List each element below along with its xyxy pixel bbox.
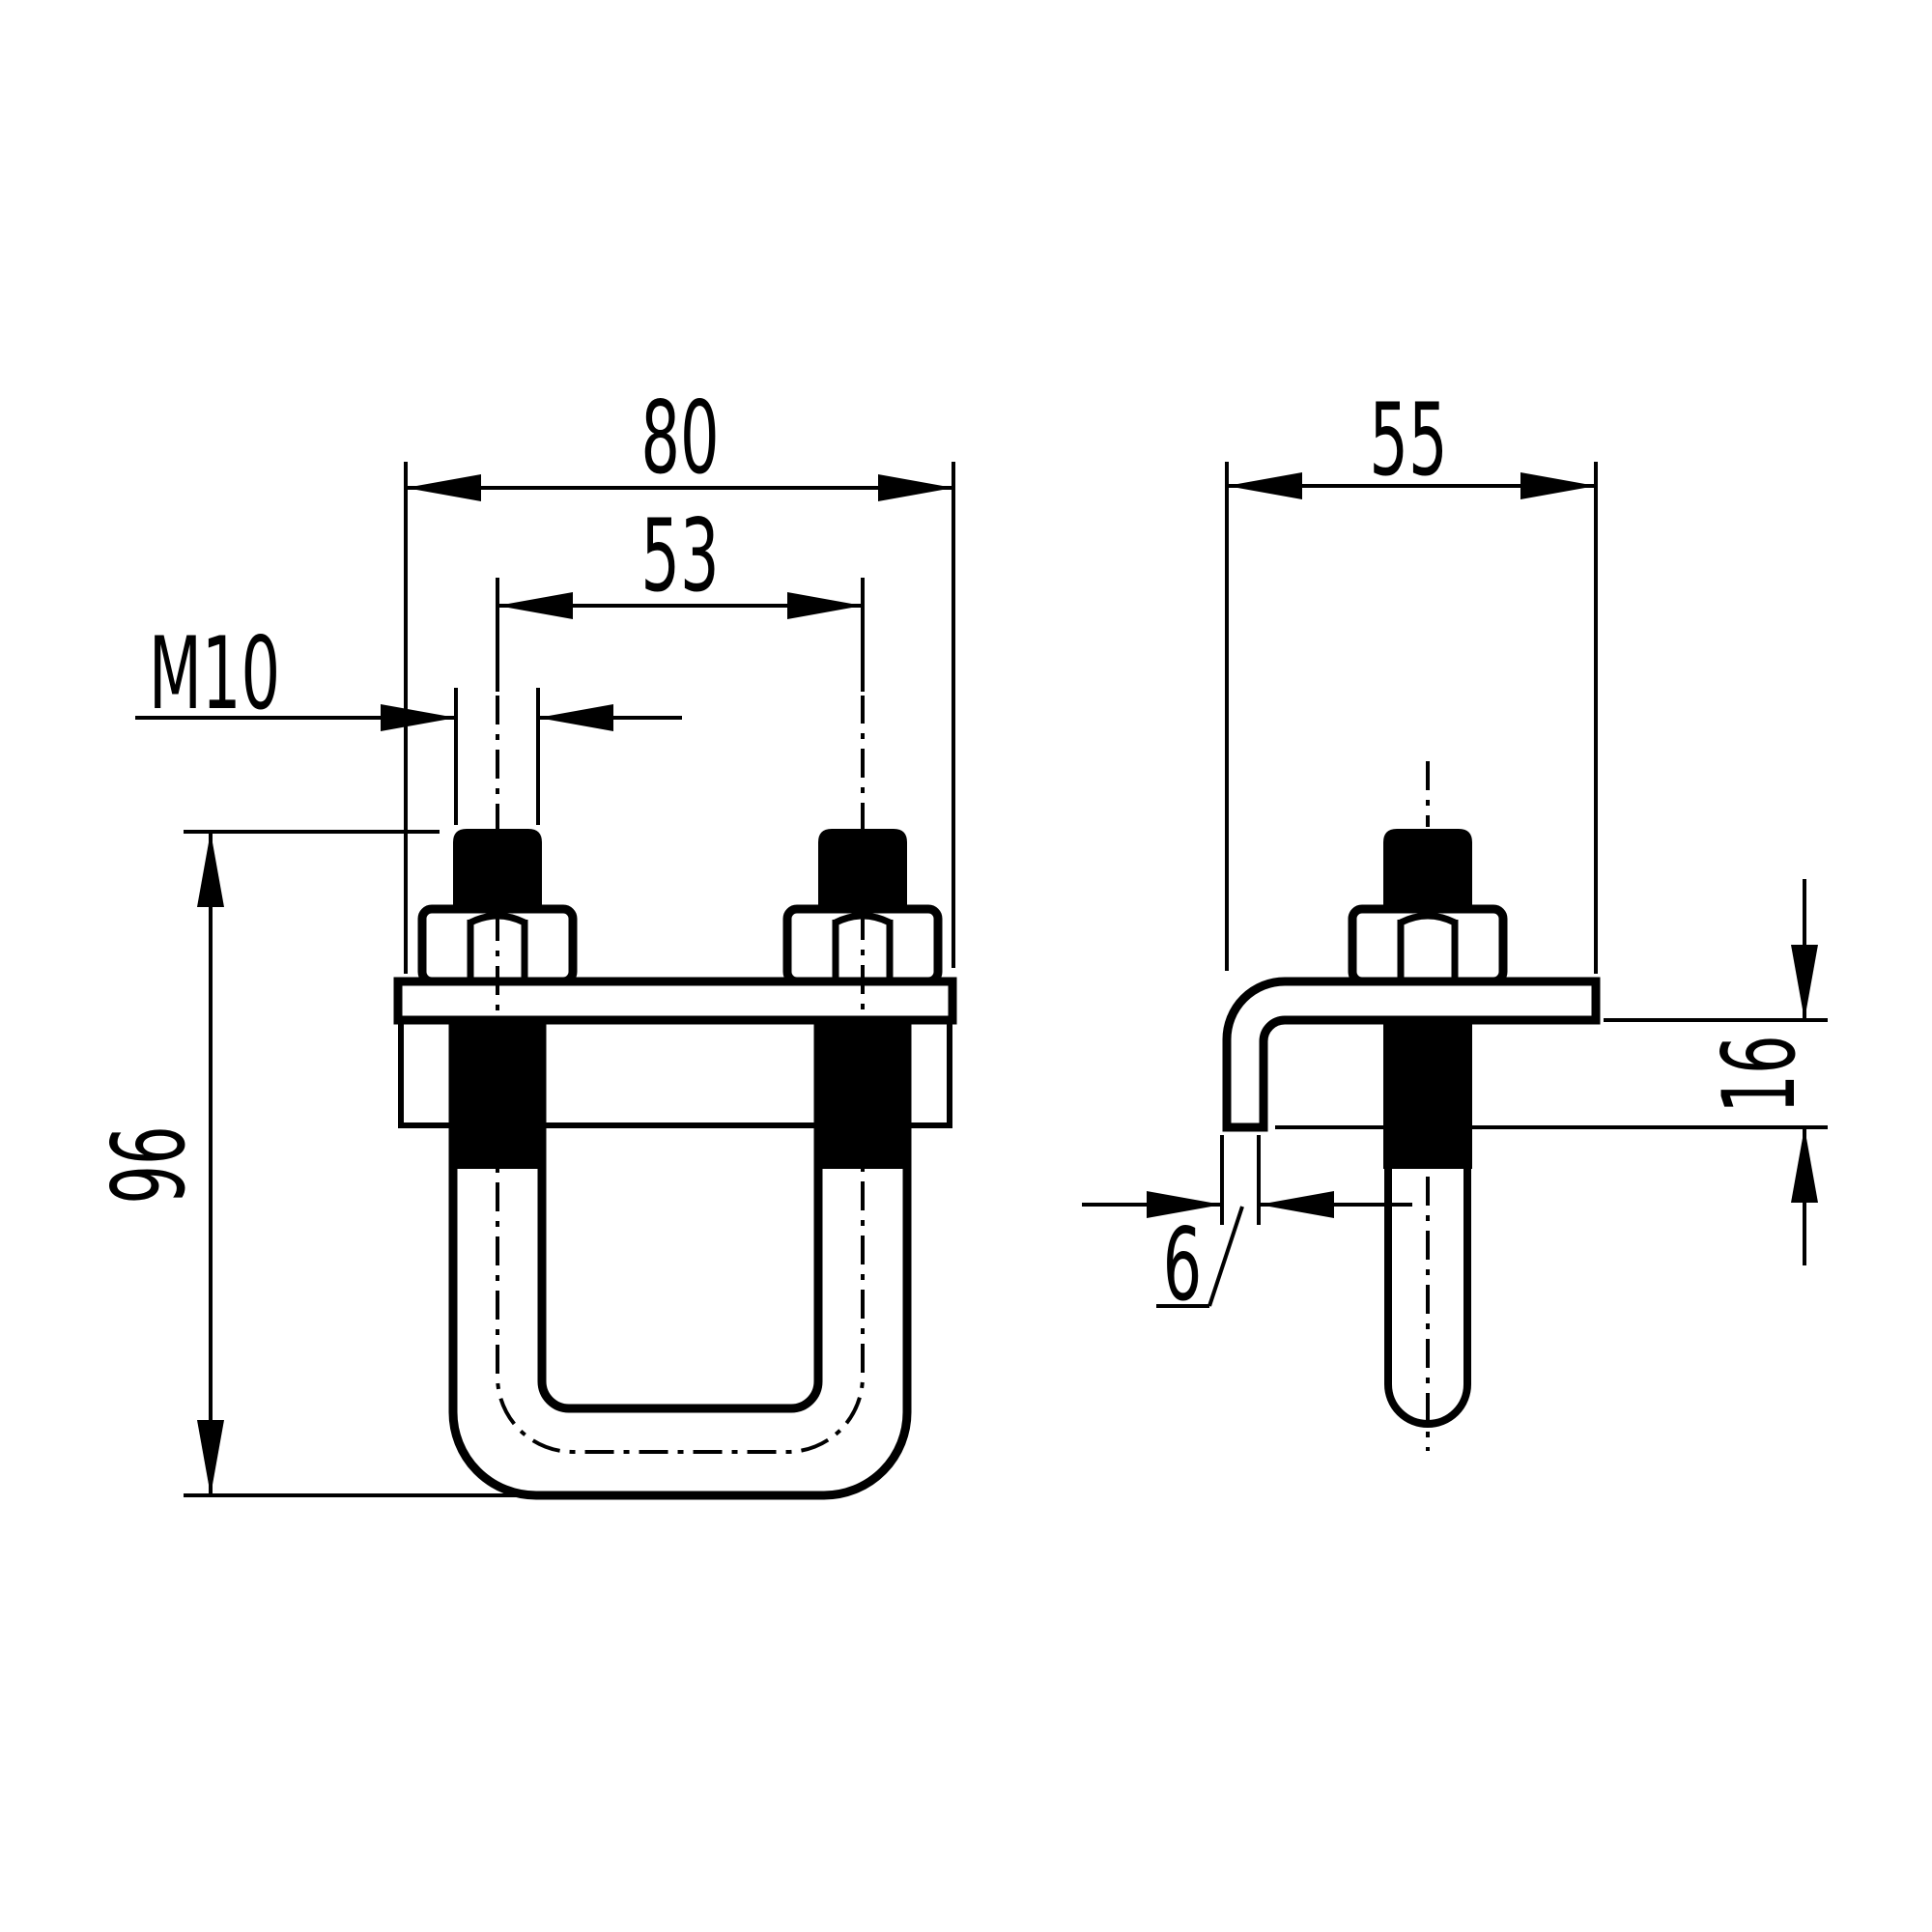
arrow-55-left	[1227, 472, 1302, 499]
leader-6-diagonal	[1208, 1206, 1244, 1307]
u-bolt-centerline	[496, 696, 865, 1454]
arrow-m10-left	[381, 704, 456, 731]
hex-nut-right	[782, 904, 943, 986]
side-extension-lines	[1156, 462, 1828, 1308]
stud-top-right	[818, 829, 907, 912]
dim-label-80: 80	[640, 381, 719, 497]
front-arrowheads	[197, 474, 953, 1495]
dim-label-53: 53	[640, 498, 719, 614]
dim-label-16: 16	[1702, 1035, 1818, 1113]
u-bolt-outer-outline	[448, 1020, 912, 1500]
angle-leg-front-outline	[398, 1022, 952, 1128]
dim-label-6: 6	[1163, 1208, 1203, 1323]
angle-bracket-profile	[1222, 977, 1601, 1132]
arrow-80-right	[878, 474, 953, 501]
arrow-16-top	[1791, 945, 1818, 1020]
arrow-m10-right	[538, 704, 613, 731]
side-view: 55 16 6	[1082, 383, 1828, 1451]
arrow-53-right	[787, 592, 863, 619]
side-arrowheads	[1147, 472, 1818, 1218]
hex-nut-side	[1348, 904, 1508, 986]
thread-band-left	[453, 1020, 542, 1169]
nut-body	[1348, 904, 1508, 986]
arrow-80-left	[406, 474, 481, 501]
arrow-96-top	[197, 832, 224, 907]
front-view: 80 53 M10 96	[92, 381, 957, 1500]
stud-top-left	[453, 829, 542, 912]
arrow-96-bottom	[197, 1420, 224, 1495]
thread-band-side	[1383, 1020, 1472, 1169]
stud-top-side	[1383, 829, 1472, 912]
arrow-16-bottom	[1791, 1127, 1818, 1203]
dim-label-55: 55	[1369, 383, 1447, 498]
arrow-55-right	[1520, 472, 1596, 499]
arrow-6-left	[1147, 1191, 1222, 1218]
arrow-53-left	[497, 592, 573, 619]
dim-label-m10: M10	[149, 616, 280, 732]
arrow-6-right	[1259, 1191, 1334, 1218]
thread-band-right	[818, 1020, 907, 1169]
u-bolt-inner-outline	[537, 1020, 823, 1413]
nut-crown-arc	[1399, 912, 1457, 926]
dim-label-96: 96	[92, 1125, 208, 1204]
clamp-plate-front	[393, 977, 957, 1025]
